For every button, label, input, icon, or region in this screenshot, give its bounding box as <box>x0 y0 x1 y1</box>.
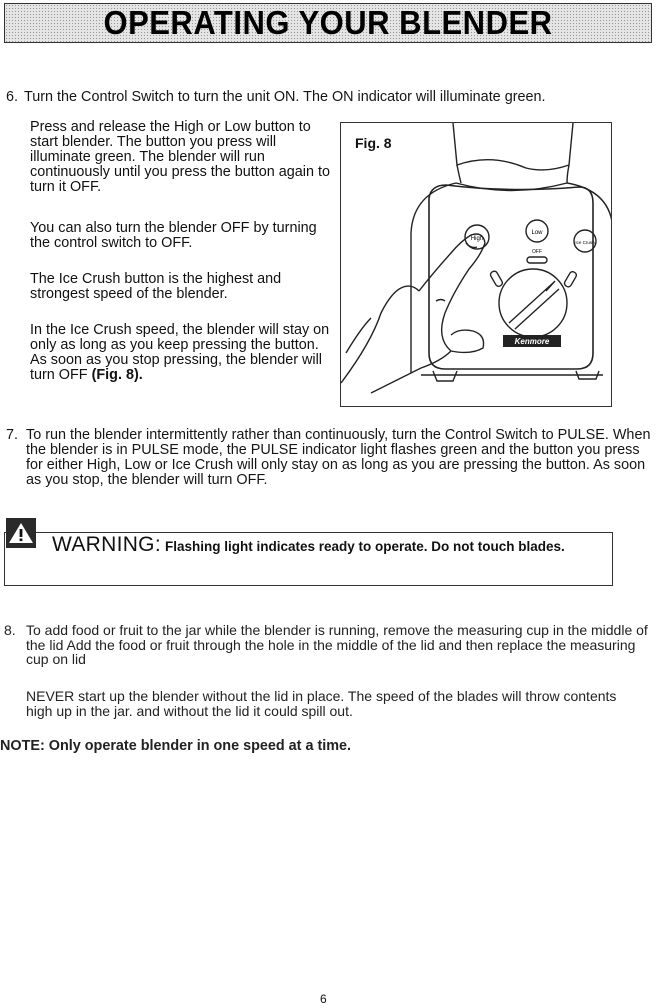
step-text: To run the blender intermittently rather… <box>26 427 651 488</box>
high-button-label: High <box>471 236 483 242</box>
warning-label: WARNING: <box>52 533 161 556</box>
step-8: 8. To add food or fruit to the jar while… <box>4 623 654 667</box>
step-6-paragraph-4: In the Ice Crush speed, the blender will… <box>30 323 330 383</box>
step-number: 8. <box>4 622 16 638</box>
warning-box <box>4 532 613 586</box>
step-text: Turn the Control Switch to turn the unit… <box>24 89 546 105</box>
step-6-paragraph-3: The Ice Crush button is the highest and … <box>30 271 282 302</box>
warning-text: Flashing light indicates ready to operat… <box>164 539 565 554</box>
step-7: 7. To run the blender intermittently rat… <box>6 428 656 488</box>
note: NOTE: Only operate blender in one speed … <box>0 738 352 754</box>
step-number: 7. <box>6 427 19 443</box>
step-number: 6. <box>6 89 19 105</box>
page-header: OPERATING YOUR BLENDER <box>4 3 652 43</box>
low-button-label: Low <box>531 230 543 236</box>
blender-illustration: Kenmore High Low Ice Crush OFF <box>341 123 611 394</box>
step-text: To add food or fruit to the jar while th… <box>26 622 648 667</box>
off-indicator-label: OFF <box>532 249 542 255</box>
step-6: 6. Turn the Control Switch to turn the u… <box>6 90 656 105</box>
figure-reference: (Fig. 8). <box>91 367 143 383</box>
paragraph-text: In the Ice Crush speed, the blender will… <box>30 322 330 383</box>
step-6-paragraph-1: Press and release the High or Low button… <box>30 119 331 195</box>
figure-label: Fig. 8 <box>355 135 392 151</box>
page-number: 6 <box>320 992 327 1006</box>
brand-logo: Kenmore <box>515 337 550 346</box>
ice-crush-button-label: Ice Crush <box>575 240 595 245</box>
page-title: OPERATING YOUR BLENDER <box>103 3 553 42</box>
warning-message: WARNING: Flashing light indicates ready … <box>52 533 612 556</box>
warning-triangle-icon <box>6 518 36 548</box>
step-8-paragraph: NEVER start up the blender without the l… <box>26 688 617 719</box>
figure-8: Kenmore High Low Ice Crush OFF Fig. 8 <box>340 122 612 407</box>
step-6-paragraph-2: You can also turn the blender OFF by tur… <box>30 220 317 251</box>
